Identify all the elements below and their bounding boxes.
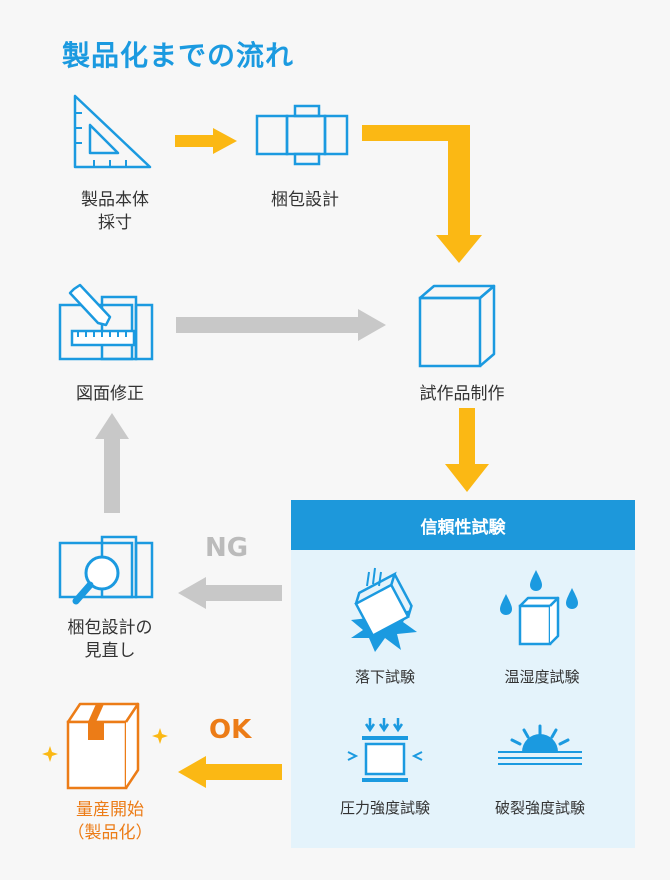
ng-label: NG: [205, 533, 249, 563]
arrow-right-icon: [175, 128, 237, 154]
page-title: 製品化までの流れ: [62, 39, 295, 72]
box-net-icon: [255, 104, 349, 166]
ok-label: OK: [209, 715, 252, 745]
drop-test-icon: [351, 567, 417, 652]
arrow-left-orange-icon: [178, 756, 282, 788]
blueprint-pencil-icon: [58, 283, 154, 361]
arrow-up-gray-icon: [95, 413, 129, 513]
prototype-box-icon: [418, 284, 496, 368]
compression-test-icon: [347, 718, 423, 782]
step-prototype-label: 試作品制作: [419, 384, 505, 404]
arrow-elbow-icon: [362, 125, 482, 263]
arrow-left-gray-icon: [178, 577, 282, 609]
drop-test-label: 落下試験: [354, 668, 415, 686]
burst-test-label: 破裂強度試験: [494, 799, 585, 817]
step-drawing-fix-label: 図面修正: [76, 384, 144, 404]
step-measure-label: 製品本体 採寸: [81, 190, 149, 233]
burst-test-icon: [498, 724, 582, 765]
package-magnifier-icon: [58, 535, 154, 605]
temp-humidity-test-label: 温湿度試験: [504, 668, 580, 686]
arrow-down-icon: [445, 408, 489, 492]
step-mass-production-label: 量産開始 （製品化）: [67, 800, 153, 843]
set-square-icon: [73, 94, 152, 169]
product-box-icon: [42, 702, 168, 790]
compression-test-label: 圧力強度試験: [339, 799, 430, 817]
reliability-test-title: 信頼性試験: [291, 500, 635, 550]
step-review-label: 梱包設計の 見直し: [67, 618, 153, 661]
reliability-test-panel: [291, 500, 635, 848]
temp-humidity-icon: [500, 570, 578, 646]
step-package-design-label: 梱包設計: [271, 190, 339, 210]
arrow-right-gray-icon: [176, 309, 386, 341]
